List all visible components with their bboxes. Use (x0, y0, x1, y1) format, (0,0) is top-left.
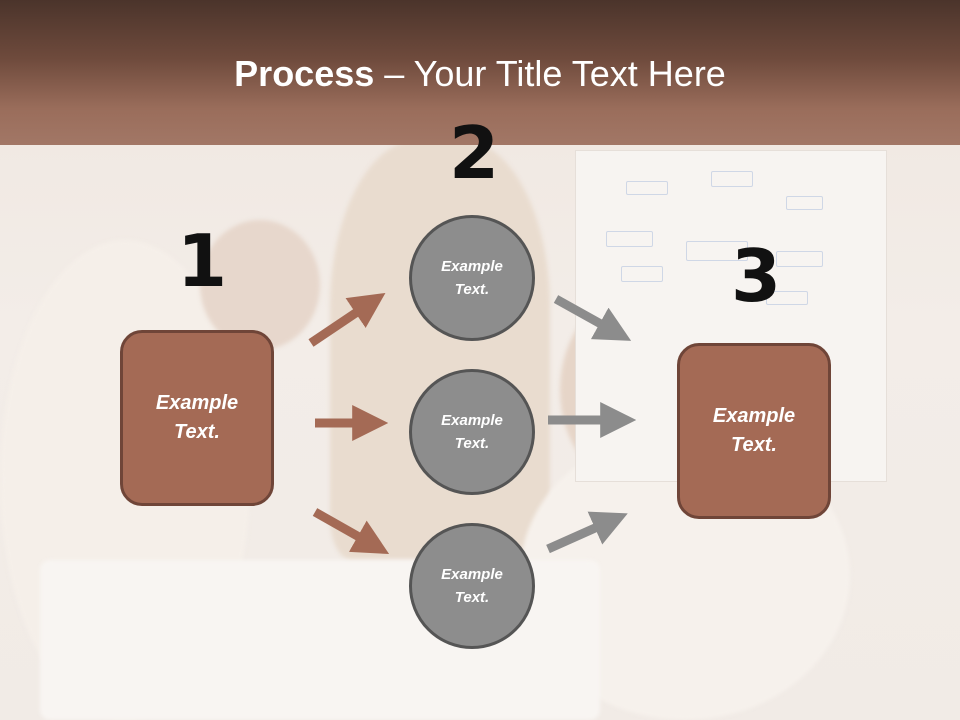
right-box-line1: Example (712, 405, 796, 427)
title-bar: Process – Your Title Text Here (0, 0, 960, 145)
title-rest: – Your Title Text Here (374, 53, 726, 94)
left-box: Example Text. (120, 330, 274, 506)
arrow-up-left (308, 292, 386, 347)
circle-bottom-line1: Example (441, 566, 503, 583)
right-box: Example Text. (677, 343, 831, 519)
left-box-line1: Example (155, 392, 239, 414)
circle-top-line2: Text. (454, 281, 490, 298)
circle-bottom: Example Text. (409, 523, 535, 649)
step-number-2: 2 (449, 111, 500, 195)
circle-middle-line1: Example (441, 412, 503, 429)
step-number-1: 1 (177, 219, 228, 303)
circle-bottom-line2: Text. (454, 589, 490, 606)
arrow-up-right (546, 511, 628, 554)
arrow-down-left (312, 508, 390, 554)
circle-middle-line2: Text. (454, 435, 490, 452)
title-bold: Process (234, 53, 375, 94)
slide-title: Process – Your Title Text Here (0, 52, 960, 96)
circle-middle: Example Text. (409, 369, 535, 495)
step-number-3: 3 (731, 234, 782, 318)
left-box-line2: Text. (174, 421, 220, 443)
right-box-line2: Text. (731, 434, 777, 456)
circle-top-line1: Example (441, 258, 503, 275)
circle-top: Example Text. (409, 215, 535, 341)
arrow-down-right (553, 295, 632, 341)
